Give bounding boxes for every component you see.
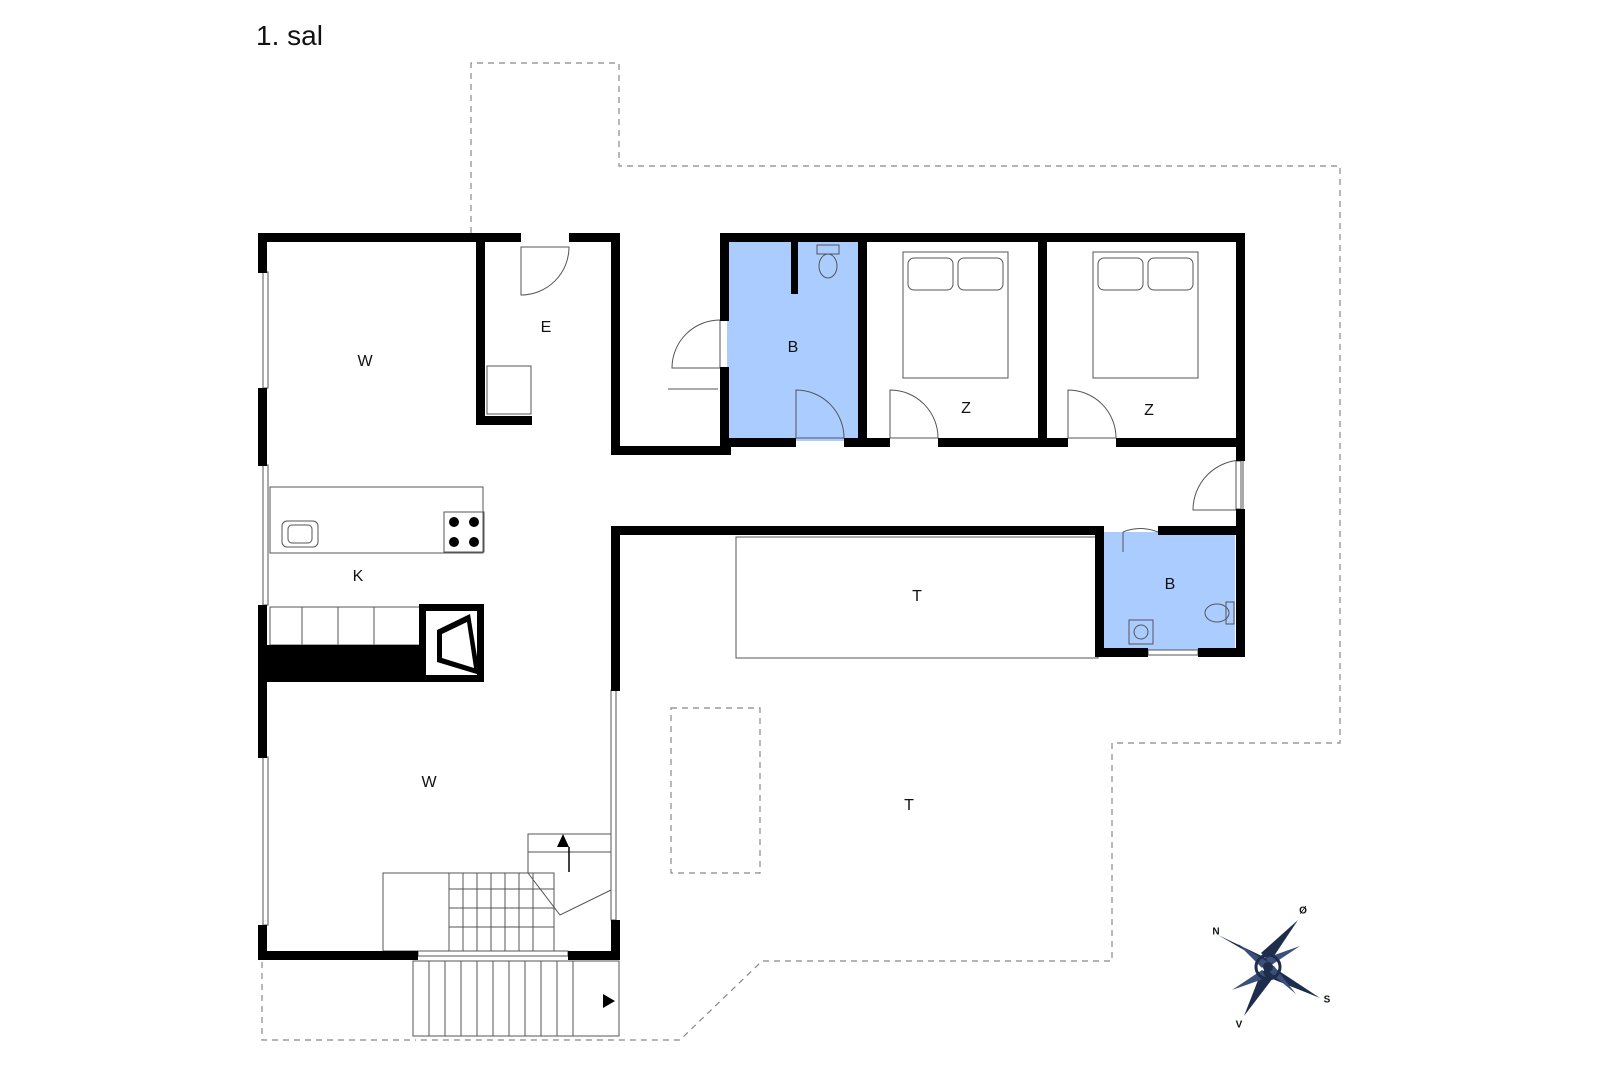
room-label-bedroom-2: Z [1144, 402, 1154, 419]
room-label-bathroom-upper: B [788, 339, 799, 356]
walls [258, 233, 1245, 960]
room-label-bathroom-lower: B [1165, 576, 1176, 593]
compass-rose: N Ø S V [1212, 906, 1330, 1031]
room-label-entrance: E [541, 319, 552, 336]
terrace-outline [261, 62, 1341, 1041]
room-label-bedroom-1: Z [961, 400, 971, 417]
compass-east: Ø [1299, 906, 1307, 917]
compass-north: N [1212, 927, 1219, 938]
room-label-kitchen: K [353, 568, 364, 585]
compass-west: V [1236, 1020, 1243, 1031]
room-label-living-lower: W [421, 774, 437, 791]
floor-title: 1. sal [256, 20, 323, 51]
room-label-living-upper: W [357, 353, 373, 370]
room-label-terrace-tub: T [912, 588, 922, 605]
room-label-terrace: T [904, 797, 914, 814]
compass-south: S [1324, 995, 1331, 1006]
